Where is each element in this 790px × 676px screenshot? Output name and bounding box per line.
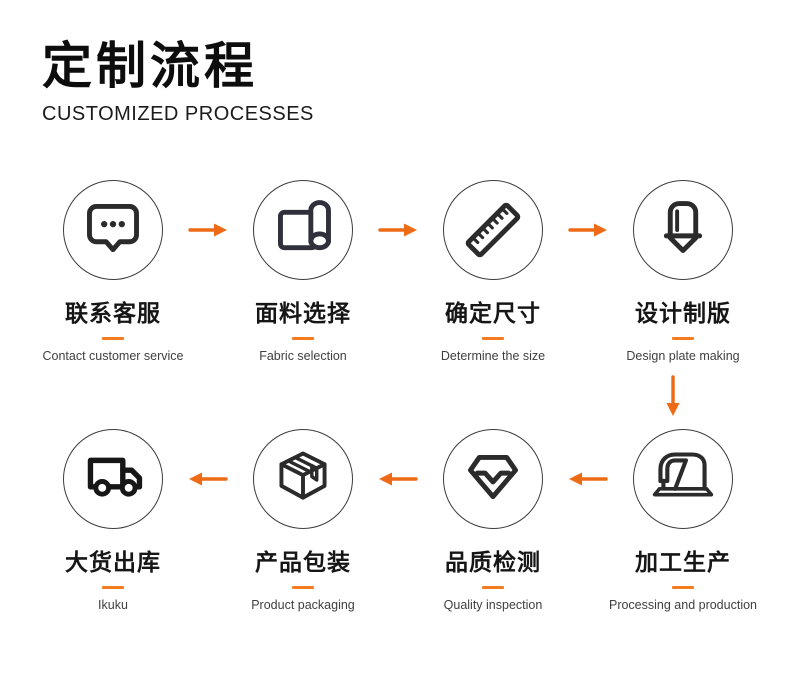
step-fabric-selection: 面料选择 Fabric selection: [228, 179, 378, 363]
flow-row-bottom: 大货出库 Ikuku: [38, 428, 758, 612]
ruler-icon: [465, 202, 521, 257]
arrow-right-icon: [568, 223, 607, 236]
step-determine-size: 确定尺寸 Determine the size: [418, 179, 568, 363]
arrow-cell: [568, 429, 608, 529]
step-title: 品质检测: [445, 548, 541, 575]
arrow-cell: [188, 180, 228, 280]
arrow-cell: [378, 429, 418, 529]
step-subtitle: Quality inspection: [443, 597, 543, 612]
step-title: 联系客服: [65, 299, 161, 326]
step-divider: [292, 585, 314, 589]
step-subtitle: Determine the size: [440, 348, 546, 363]
step-circle: [633, 428, 733, 529]
step-title: 设计制版: [635, 299, 731, 326]
arrow-left-icon: [189, 472, 228, 485]
down-arrow-cell: [588, 374, 758, 417]
page-title: 定制流程: [42, 38, 258, 94]
step-circle: [443, 179, 543, 280]
step-title: 确定尺寸: [445, 299, 541, 326]
page-subtitle: CUSTOMIZED PROCESSES: [42, 102, 314, 125]
truck-icon: [87, 457, 143, 497]
step-subtitle: Fabric selection: [259, 348, 347, 363]
step-divider: [672, 336, 694, 340]
step-subtitle: Contact customer service: [42, 348, 184, 363]
arrow-right-icon: [188, 223, 227, 236]
header: 定制流程 CUSTOMIZED PROCESSES: [0, 0, 790, 126]
step-circle: [253, 179, 353, 280]
step-design-plate-making: 设计制版 Design plate making: [608, 179, 758, 363]
step-title: 大货出库: [65, 548, 161, 575]
step-circle: [63, 179, 163, 280]
step-contact-customer-service: 联系客服 Contact customer service: [38, 179, 188, 363]
step-circle: [253, 428, 353, 529]
arrow-cell: [188, 429, 228, 529]
package-box-icon: [279, 451, 327, 500]
step-bulk-shipment: 大货出库 Ikuku: [38, 428, 188, 612]
arrow-cell: [378, 180, 418, 280]
step-title: 加工生产: [635, 548, 731, 575]
step-divider: [292, 336, 314, 340]
arrow-cell: [568, 180, 608, 280]
step-divider: [672, 585, 694, 589]
chat-bubble-icon: [87, 203, 139, 252]
arrow-left-icon: [569, 472, 608, 485]
step-circle: [63, 428, 163, 529]
step-subtitle: Ikuku: [98, 597, 128, 612]
step-divider: [482, 585, 504, 589]
step-divider: [482, 336, 504, 340]
step-quality-inspection: 品质检测 Quality inspection: [418, 428, 568, 612]
sewing-machine-icon: [652, 451, 714, 496]
step-subtitle: Processing and production: [608, 597, 757, 612]
step-divider: [102, 585, 124, 589]
step-title: 面料选择: [255, 299, 351, 326]
fabric-roll-icon: [278, 199, 331, 250]
step-circle: [443, 428, 543, 529]
step-divider: [102, 336, 124, 340]
gem-icon: [468, 454, 518, 499]
step-title: 产品包装: [255, 548, 351, 575]
arrow-right-icon: [378, 223, 417, 236]
step-product-packaging: 产品包装 Product packaging: [228, 428, 378, 612]
step-subtitle: Design plate making: [626, 348, 740, 363]
flow-row-top: 联系客服 Contact customer service 面料选择 Fabri…: [38, 179, 758, 363]
arrow-down-icon: [666, 374, 680, 416]
step-subtitle: Product packaging: [251, 597, 355, 612]
step-processing-production: 加工生产 Processing and production: [608, 428, 758, 612]
arrow-left-icon: [379, 472, 418, 485]
connector-row: [38, 363, 758, 429]
pen-nib-icon: [663, 200, 703, 253]
step-circle: [633, 179, 733, 280]
